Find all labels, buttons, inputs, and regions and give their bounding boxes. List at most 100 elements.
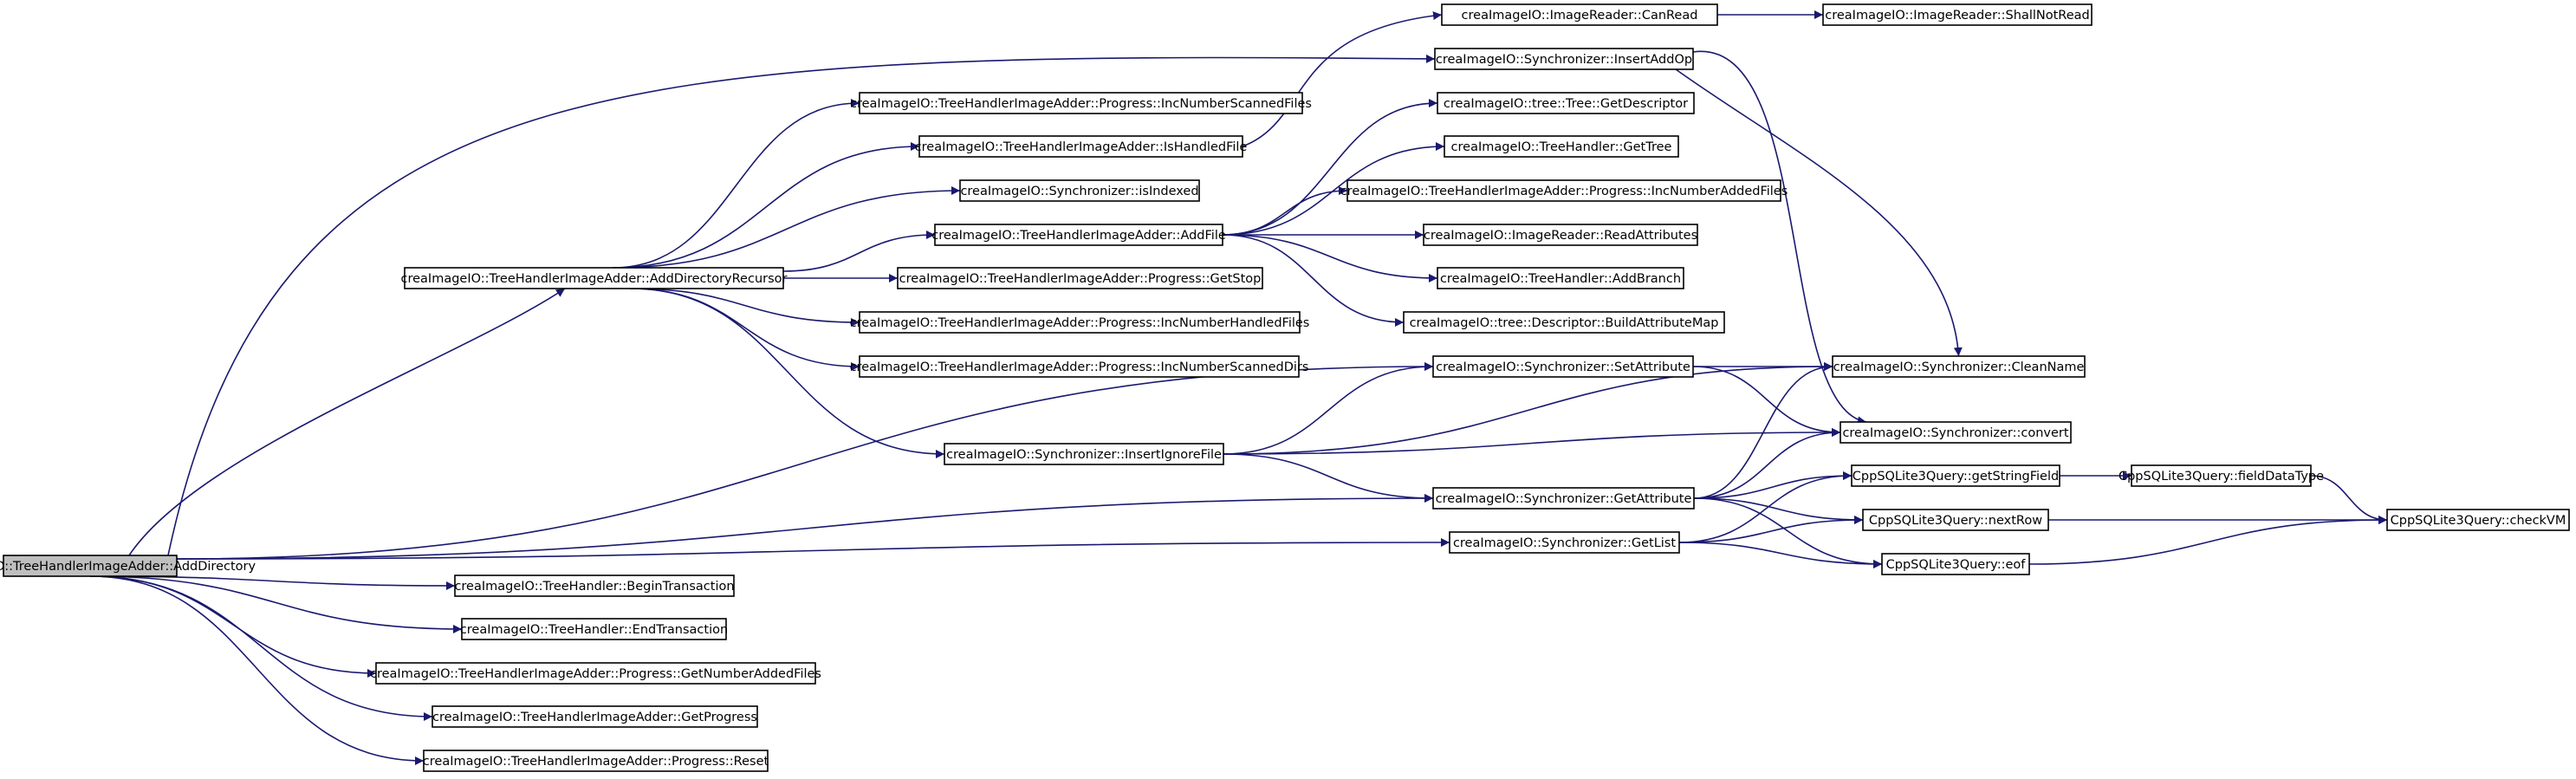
node-box [1346, 179, 1781, 202]
edge-recursor-to-incscanfiles [612, 99, 860, 269]
edge-setattr-to-convert [1692, 366, 1841, 437]
node-ishandled[interactable]: creaImageIO::TreeHandlerImageAdder::IsHa… [915, 135, 1248, 158]
edge-adddir-to-getlist [176, 538, 1450, 560]
node-box [461, 618, 727, 640]
node-gettree[interactable]: creaImageIO::TreeHandler::GetTree [1444, 135, 1679, 158]
node-buildattr[interactable]: creaImageIO::tree::Descriptor::BuildAttr… [1403, 311, 1725, 334]
edge-insertadd-to-convert [1692, 50, 1867, 425]
node-box [1423, 224, 1698, 246]
node-recursor[interactable]: creaImageIO::TreeHandlerImageAdder::AddD… [401, 267, 788, 289]
edge-getattr-to-getstring [1693, 471, 1853, 499]
node-label: creaImageIO::tree::Tree::GetDescriptor [1444, 97, 1688, 111]
node-readattr[interactable]: creaImageIO::ImageReader::ReadAttributes [1423, 224, 1698, 246]
node-box [944, 443, 1224, 465]
node-label: creaImageIO::Synchronizer::SetAttribute [1436, 360, 1690, 374]
node-getnumadded[interactable]: creaImageIO::TreeHandlerImageAdder::Prog… [370, 662, 821, 685]
node-getattr[interactable]: creaImageIO::Synchronizer::GetAttribute [1432, 487, 1695, 510]
node-box [1449, 531, 1680, 554]
edge-recursor-to-addfile [782, 230, 936, 272]
node-label: creaImageIO::TreeHandlerImageAdder::IsHa… [915, 140, 1248, 154]
node-addfile[interactable]: creaImageIO::TreeHandlerImageAdder::AddF… [931, 224, 1226, 246]
node-box [423, 750, 769, 772]
node-addbranch[interactable]: creaImageIO::TreeHandler::AddBranch [1437, 267, 1684, 289]
node-label: creaImageIO::Synchronizer::GetAttribute [1436, 492, 1692, 506]
node-box [1437, 92, 1695, 114]
node-setattr[interactable]: creaImageIO::Synchronizer::SetAttribute [1432, 355, 1694, 378]
edge-recursor-to-insertignore [629, 288, 945, 458]
edge-getlist-to-getstring [1678, 471, 1853, 543]
node-label: creaImageIO::TreeHandlerImageAdder::Prog… [370, 667, 821, 681]
node-box [1881, 553, 2030, 575]
node-adddir[interactable]: creaImageIO::TreeHandlerImageAdder::AddD… [0, 555, 256, 577]
node-shallnot[interactable]: creaImageIO::ImageReader::ShallNotRead [1822, 3, 2093, 26]
edge-getattr-to-nextrow [1693, 497, 1864, 524]
edge-addfile-to-addbranch [1222, 234, 1438, 282]
node-label: creaImageIO::TreeHandlerImageAdder::Prog… [899, 272, 1262, 286]
node-label: creaImageIO::Synchronizer::convert [1842, 426, 2068, 440]
node-label: CppSQLite3Query::fieldDataType [2119, 470, 2324, 484]
node-incscandirs[interactable]: creaImageIO::TreeHandlerImageAdder::Prog… [850, 355, 1309, 378]
node-convert[interactable]: creaImageIO::Synchronizer::convert [1840, 421, 2072, 444]
node-label: creaImageIO::Synchronizer::GetList [1453, 536, 1676, 550]
node-box [404, 267, 784, 289]
node-box [1444, 135, 1679, 158]
node-label: CppSQLite3Query::getStringField [1853, 470, 2059, 484]
edge-insertadd-to-cleanname [1675, 68, 1963, 357]
node-label: CppSQLite3Query::nextRow [1869, 514, 2042, 528]
node-box [1403, 311, 1725, 334]
node-box [3, 555, 178, 577]
node-box [1432, 355, 1694, 378]
node-eof[interactable]: CppSQLite3Query::eof [1881, 553, 2030, 575]
node-label: creaImageIO::ImageReader::ReadAttributes [1424, 229, 1697, 243]
node-box [1862, 509, 2049, 531]
edge-ishandled-to-canread [1242, 11, 1443, 147]
node-inchandled[interactable]: creaImageIO::TreeHandlerImageAdder::Prog… [850, 311, 1310, 334]
node-fieldtype[interactable]: CppSQLite3Query::fieldDataType [2119, 464, 2324, 487]
node-label: creaImageIO::TreeHandlerImageAdder::Prog… [850, 360, 1309, 374]
node-box [959, 179, 1200, 202]
edge-getattr-to-convert [1693, 428, 1841, 499]
edge-getattr-to-eof [1693, 497, 1883, 568]
node-label: creaImageIO::Synchronizer::isIndexed [960, 185, 1198, 198]
node-label: creaImageIO::TreeHandlerImageAdder::AddD… [401, 272, 788, 286]
node-box [1822, 3, 2093, 26]
nodes-layer: creaImageIO::TreeHandlerImageAdder::AddD… [0, 3, 2570, 772]
edge-adddir-to-getattr [176, 494, 1434, 560]
node-canread[interactable]: creaImageIO::ImageReader::CanRead [1441, 3, 1718, 26]
node-getstring[interactable]: CppSQLite3Query::getStringField [1851, 464, 2060, 487]
node-label: creaImageIO::TreeHandlerImageAdder::GetP… [432, 711, 757, 724]
node-box [918, 135, 1243, 158]
node-insertignore[interactable]: creaImageIO::Synchronizer::InsertIgnoreF… [944, 443, 1224, 465]
node-endtx[interactable]: creaImageIO::TreeHandler::EndTransaction [460, 618, 728, 640]
node-getprogress[interactable]: creaImageIO::TreeHandlerImageAdder::GetP… [431, 705, 758, 728]
edge-recursor-to-incscandirs [629, 288, 860, 371]
node-getstop[interactable]: creaImageIO::TreeHandlerImageAdder::Prog… [897, 267, 1263, 289]
node-getdesc[interactable]: creaImageIO::tree::Tree::GetDescriptor [1437, 92, 1695, 114]
node-box [1832, 355, 2086, 378]
node-label: creaImageIO::TreeHandlerImageAdder::AddF… [931, 229, 1226, 243]
node-label: creaImageIO::ImageReader::ShallNotRead [1825, 9, 2089, 23]
node-getlist[interactable]: creaImageIO::Synchronizer::GetList [1449, 531, 1680, 554]
edge-getattr-to-cleanname [1693, 362, 1833, 499]
edge-adddir-to-recursor [128, 288, 566, 556]
node-incadded[interactable]: creaImageIO::TreeHandlerImageAdder::Prog… [1340, 179, 1788, 202]
edge-addfile-to-incadded [1222, 186, 1348, 236]
node-isindexed[interactable]: creaImageIO::Synchronizer::isIndexed [959, 179, 1200, 202]
node-reset[interactable]: creaImageIO::TreeHandlerImageAdder::Prog… [423, 750, 769, 772]
node-label: creaImageIO::Synchronizer::InsertIgnoreF… [946, 448, 1222, 462]
node-box [897, 267, 1263, 289]
node-nextrow[interactable]: CppSQLite3Query::nextRow [1862, 509, 2049, 531]
node-box [1432, 487, 1695, 510]
node-insertadd[interactable]: creaImageIO::Synchronizer::InsertAddOp [1434, 48, 1694, 70]
node-checkvm[interactable]: CppSQLite3Query::checkVM [2386, 509, 2570, 531]
node-incscanfiles[interactable]: creaImageIO::TreeHandlerImageAdder::Prog… [850, 92, 1312, 114]
node-label: creaImageIO::Synchronizer::CleanName [1833, 360, 2085, 374]
edge-insertignore-to-getattr [1223, 453, 1434, 503]
edge-recursor-to-isindexed [612, 186, 961, 269]
edge-adddir-to-reset [89, 575, 425, 765]
edge-fieldtype-to-checkvm [2310, 475, 2388, 524]
node-cleanname[interactable]: creaImageIO::Synchronizer::CleanName [1832, 355, 2086, 378]
edge-adddir-to-endtx [89, 575, 463, 633]
edge-getlist-to-nextrow [1678, 516, 1864, 543]
node-begintx[interactable]: creaImageIO::TreeHandler::BeginTransacti… [454, 575, 735, 597]
